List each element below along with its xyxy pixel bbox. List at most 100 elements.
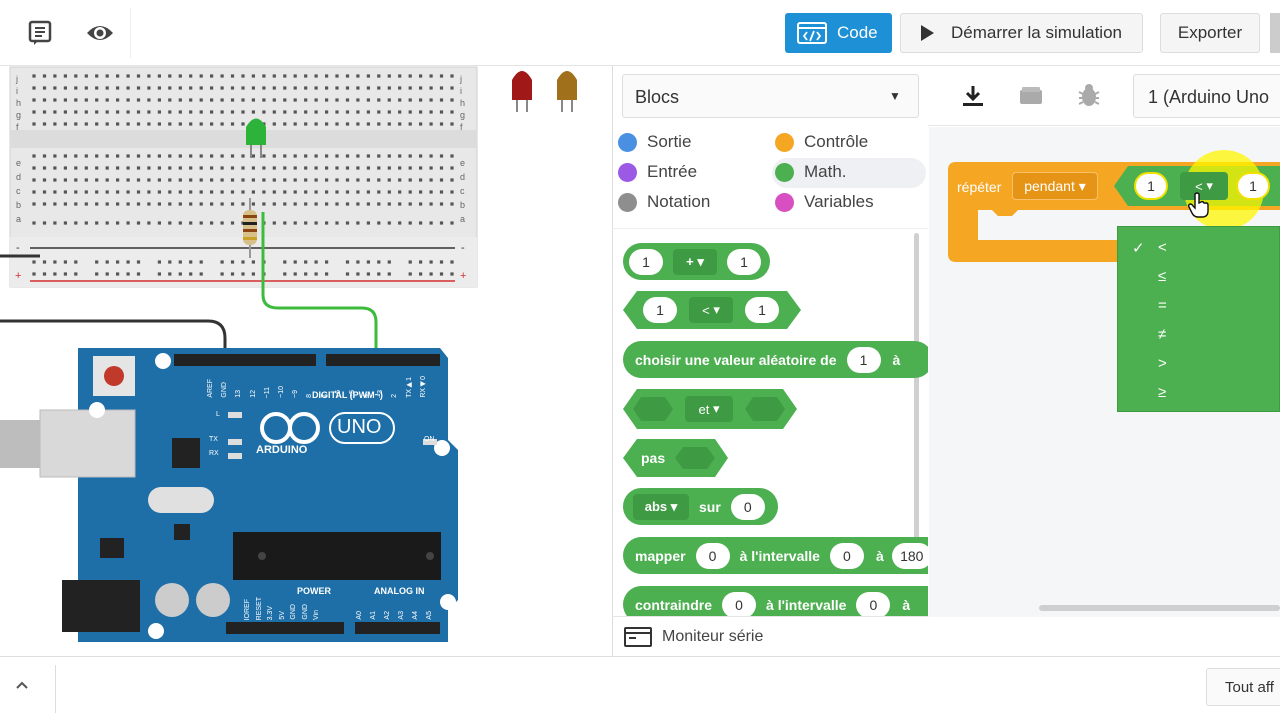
category-variables[interactable]: Variables xyxy=(775,189,874,215)
breadboard-hole xyxy=(230,178,235,182)
breadboard-hole xyxy=(95,74,99,78)
breadboard-hole xyxy=(345,166,350,170)
category-notation[interactable]: Notation xyxy=(618,189,710,215)
compare-right-input[interactable]: 1 xyxy=(1236,172,1270,200)
chevron-up-icon[interactable] xyxy=(15,677,29,695)
board-select[interactable]: 1 (Arduino Uno xyxy=(1133,74,1280,118)
breadboard-hole xyxy=(366,110,370,114)
operator-option-eq[interactable]: = xyxy=(1158,297,1167,314)
block-operator-dropdown[interactable]: et ▾ xyxy=(685,396,733,422)
code-button[interactable]: Code xyxy=(785,13,892,53)
breadboard-hole xyxy=(314,178,318,182)
breadboard-hole xyxy=(136,190,141,194)
breadboard-hole xyxy=(241,122,245,126)
debugger-icon[interactable] xyxy=(1076,82,1102,113)
breadboard-hole xyxy=(387,74,391,78)
breadboard-hole xyxy=(199,190,203,194)
breadboard-hole xyxy=(74,110,78,114)
breadboard-hole xyxy=(199,202,203,206)
breadboard-hole xyxy=(105,202,109,206)
block-input[interactable]: 0 xyxy=(730,493,765,520)
block-input[interactable]: 1 xyxy=(629,248,663,275)
workspace-scrollbar[interactable] xyxy=(1039,605,1280,611)
block-repeat-while[interactable]: répéter pendant ▾ 1 < ▾ 1 xyxy=(948,150,1280,272)
serial-monitor-bar[interactable]: Moniteur série xyxy=(612,616,928,656)
block-map[interactable]: mapper 0 à l'intervalle 0 à 180 xyxy=(623,537,928,574)
breadboard-hole xyxy=(53,98,57,102)
breadboard-hole xyxy=(262,202,266,206)
block-operator-dropdown[interactable]: + ▾ xyxy=(673,248,717,275)
editor-mode-select[interactable]: Blocs ▼ xyxy=(622,74,919,118)
breadboard-hole xyxy=(408,98,412,102)
compare-left-input[interactable]: 1 xyxy=(1134,172,1168,200)
breadboard-hole xyxy=(293,272,297,276)
block-input[interactable]: 0 xyxy=(695,542,730,569)
operator-option-ge[interactable]: ≥ xyxy=(1158,384,1167,401)
breadboard-hole xyxy=(168,122,172,126)
block-not[interactable]: pas xyxy=(623,439,728,477)
operator-option-ne[interactable]: ≠ xyxy=(1158,326,1167,343)
download-icon[interactable] xyxy=(960,84,986,113)
operator-option-lt[interactable]: ✓< xyxy=(1132,239,1167,257)
breadboard-hole xyxy=(419,110,423,114)
block-random[interactable]: choisir une valeur aléatoire de 1 à xyxy=(623,341,928,378)
category-entree[interactable]: Entrée xyxy=(618,159,697,185)
operator-option-gt[interactable]: > xyxy=(1158,355,1167,372)
breadboard-hole xyxy=(136,272,141,276)
compare-operator-dropdown[interactable]: < ▾ xyxy=(1180,172,1228,200)
pin-label: A5 xyxy=(426,611,433,620)
breadboard-hole xyxy=(283,122,287,126)
breadboard-hole xyxy=(199,110,203,114)
breadboard-hole xyxy=(63,86,67,90)
export-button[interactable]: Exporter xyxy=(1160,13,1260,53)
breadboard-hole xyxy=(377,166,381,170)
block-operator-dropdown[interactable]: < ▾ xyxy=(689,297,733,323)
breadboard-hole xyxy=(178,98,182,102)
breadboard-hole xyxy=(199,166,203,170)
notes-icon[interactable] xyxy=(20,13,60,53)
breadboard-hole xyxy=(429,178,433,182)
category-label: Variables xyxy=(804,192,874,211)
block-label: à l'intervalle xyxy=(766,596,847,613)
breadboard-hole xyxy=(283,74,287,78)
breadboard-hole xyxy=(325,74,329,78)
overflow-button[interactable] xyxy=(1270,13,1280,53)
block-input[interactable]: 0 xyxy=(856,591,891,616)
block-compare[interactable]: 1 < ▾ 1 xyxy=(623,291,801,329)
show-all-button[interactable]: Tout aff xyxy=(1206,668,1280,706)
category-math[interactable]: Math. xyxy=(775,159,847,185)
category-controle[interactable]: Contrôle xyxy=(775,129,868,155)
breadboard-hole xyxy=(262,98,266,102)
block-input[interactable]: 1 xyxy=(745,297,779,323)
breadboard-hole xyxy=(345,190,350,194)
block-logic[interactable]: et ▾ xyxy=(623,389,797,429)
block-input[interactable]: 1 xyxy=(846,346,881,373)
breadboard-hole xyxy=(126,98,130,102)
export-label: Exporter xyxy=(1177,23,1243,42)
breadboard-hole xyxy=(419,178,423,182)
block-operator-dropdown[interactable]: abs ▾ xyxy=(633,493,689,520)
block-input[interactable]: 1 xyxy=(643,297,677,323)
category-dot xyxy=(775,162,794,182)
operator-option-le[interactable]: ≤ xyxy=(1158,268,1167,285)
block-input[interactable]: 180 xyxy=(891,542,928,569)
start-simulation-button[interactable]: Démarrer la simulation xyxy=(900,13,1143,53)
category-sortie[interactable]: Sortie xyxy=(618,129,691,155)
library-icon[interactable] xyxy=(1018,84,1044,113)
block-constrain[interactable]: contraindre 0 à l'intervalle 0 à xyxy=(623,586,928,616)
palette-scrollbar[interactable] xyxy=(914,233,919,543)
block-input[interactable]: 0 xyxy=(722,591,757,616)
block-abs[interactable]: abs ▾ sur 0 xyxy=(623,488,778,525)
breadboard-hole xyxy=(53,110,57,114)
repeat-mode-dropdown[interactable]: pendant ▾ xyxy=(1012,172,1098,200)
block-input[interactable]: 1 xyxy=(727,248,761,275)
block-input[interactable]: 0 xyxy=(829,542,864,569)
block-arithmetic[interactable]: 1 + ▾ 1 xyxy=(623,243,770,280)
breadboard-hole xyxy=(32,190,36,194)
breadboard-hole xyxy=(429,98,433,102)
eye-icon[interactable] xyxy=(80,13,120,53)
breadboard-hole xyxy=(283,190,287,194)
breadboard-hole xyxy=(398,98,402,102)
breadboard-hole xyxy=(53,272,57,276)
